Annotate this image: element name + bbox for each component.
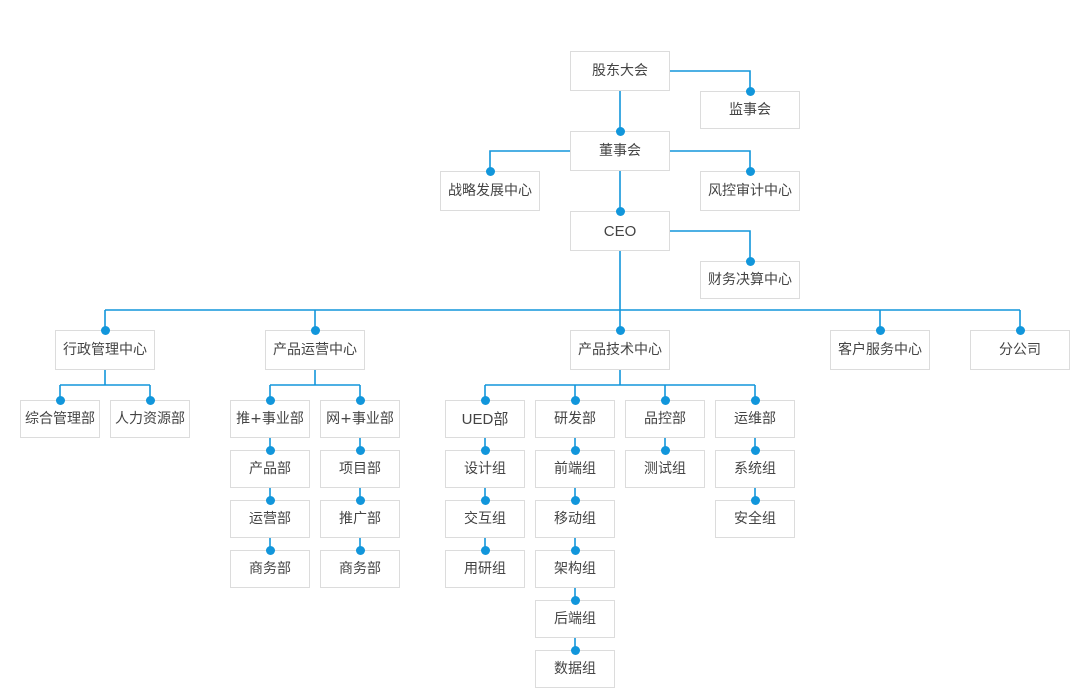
org-node-biz-dept-1[interactable]: 商务部 xyxy=(230,550,310,588)
org-node-project-dept[interactable]: 项目部 xyxy=(320,450,400,488)
org-node-design-group[interactable]: 设计组 xyxy=(445,450,525,488)
connector-dot-promo-dept xyxy=(355,495,365,505)
connector-dot-wang-bu xyxy=(355,395,365,405)
connector-line xyxy=(670,150,751,171)
org-node-ops-dept[interactable]: 运营部 xyxy=(230,500,310,538)
org-node-general-mgmt[interactable]: 综合管理部 xyxy=(20,400,100,438)
connector-dot-ceo xyxy=(615,206,625,216)
connector-dot-rnd-dept xyxy=(570,395,580,405)
connector-dot-data-group xyxy=(570,645,580,655)
connector-dot-product-ops xyxy=(310,325,320,335)
connector-dot-frontend-group xyxy=(570,445,580,455)
org-node-promo-dept[interactable]: 推广部 xyxy=(320,500,400,538)
org-node-system-group[interactable]: 系统组 xyxy=(715,450,795,488)
connector-dot-research-group xyxy=(480,545,490,555)
connector-dot-arch-group xyxy=(570,545,580,555)
connector-dot-system-group xyxy=(750,445,760,455)
connector-dot-ops-tech-dept xyxy=(750,395,760,405)
org-node-admin-center[interactable]: 行政管理中心 xyxy=(55,330,155,370)
connector-dot-tui-bu xyxy=(265,395,275,405)
connector-dot-ops-dept xyxy=(265,495,275,505)
org-node-finance[interactable]: 财务决算中心 xyxy=(700,261,800,299)
connector-dot-supervisors xyxy=(745,86,755,96)
connector-dot-backend-group xyxy=(570,595,580,605)
connector-dot-ued-dept xyxy=(480,395,490,405)
org-node-board[interactable]: 董事会 xyxy=(570,131,670,171)
org-node-hr[interactable]: 人力资源部 xyxy=(110,400,190,438)
connector-dot-biz-dept-1 xyxy=(265,545,275,555)
org-node-rnd-dept[interactable]: 研发部 xyxy=(535,400,615,438)
org-node-mobile-group[interactable]: 移动组 xyxy=(535,500,615,538)
connector-dot-general-mgmt xyxy=(55,395,65,405)
org-node-interact-group[interactable]: 交互组 xyxy=(445,500,525,538)
org-node-product-dept[interactable]: 产品部 xyxy=(230,450,310,488)
connector-dot-interact-group xyxy=(480,495,490,505)
connector-dot-product-dept xyxy=(265,445,275,455)
org-node-security-group[interactable]: 安全组 xyxy=(715,500,795,538)
connector-dot-branch xyxy=(1015,325,1025,335)
org-node-biz-dept-2[interactable]: 商务部 xyxy=(320,550,400,588)
connector-dot-product-tech xyxy=(615,325,625,335)
org-node-data-group[interactable]: 数据组 xyxy=(535,650,615,688)
org-node-ops-tech-dept[interactable]: 运维部 xyxy=(715,400,795,438)
org-node-research-group[interactable]: 用研组 xyxy=(445,550,525,588)
org-node-tui-bu[interactable]: 推+事业部 xyxy=(230,400,310,438)
connector-dot-finance xyxy=(745,256,755,266)
connector-dot-qa-dept xyxy=(660,395,670,405)
org-node-frontend-group[interactable]: 前端组 xyxy=(535,450,615,488)
connector-dot-riskaudit xyxy=(745,166,755,176)
connector-dot-hr xyxy=(145,395,155,405)
connector-dot-board xyxy=(615,126,625,136)
org-node-ceo[interactable]: CEO xyxy=(570,211,670,251)
org-node-backend-group[interactable]: 后端组 xyxy=(535,600,615,638)
org-node-product-ops[interactable]: 产品运营中心 xyxy=(265,330,365,370)
org-node-customer-svc[interactable]: 客户服务中心 xyxy=(830,330,930,370)
connector-dot-test-group xyxy=(660,445,670,455)
connector-dot-security-group xyxy=(750,495,760,505)
org-node-branch[interactable]: 分公司 xyxy=(970,330,1070,370)
connector-dot-customer-svc xyxy=(875,325,885,335)
connector-dot-strategy xyxy=(485,166,495,176)
org-node-test-group[interactable]: 测试组 xyxy=(625,450,705,488)
org-node-riskaudit[interactable]: 风控审计中心 xyxy=(700,171,800,211)
org-node-product-tech[interactable]: 产品技术中心 xyxy=(570,330,670,370)
org-node-ued-dept[interactable]: UED部 xyxy=(445,400,525,438)
connector-dot-admin-center xyxy=(100,325,110,335)
org-node-shareholders[interactable]: 股东大会 xyxy=(570,51,670,91)
connector-line xyxy=(670,230,751,261)
org-node-arch-group[interactable]: 架构组 xyxy=(535,550,615,588)
connector-line xyxy=(489,150,570,171)
connector-dot-project-dept xyxy=(355,445,365,455)
connector-dot-design-group xyxy=(480,445,490,455)
org-node-qa-dept[interactable]: 品控部 xyxy=(625,400,705,438)
org-node-strategy[interactable]: 战略发展中心 xyxy=(440,171,540,211)
org-node-supervisors[interactable]: 监事会 xyxy=(700,91,800,129)
org-node-wang-bu[interactable]: 网+事业部 xyxy=(320,400,400,438)
connector-dot-mobile-group xyxy=(570,495,580,505)
connector-dot-biz-dept-2 xyxy=(355,545,365,555)
connector-line xyxy=(670,70,751,91)
